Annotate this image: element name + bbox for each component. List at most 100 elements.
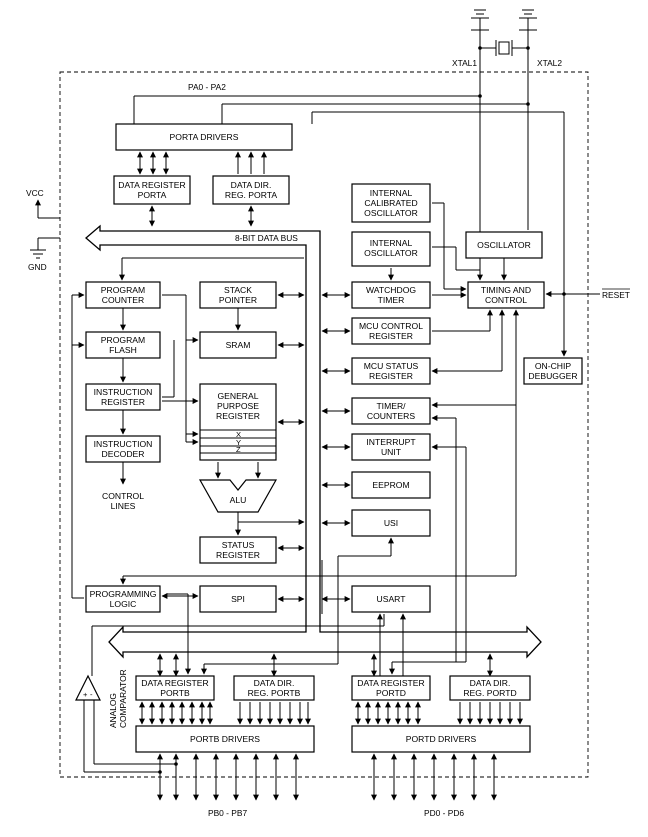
svg-text:PURPOSE: PURPOSE bbox=[217, 401, 259, 411]
portb-register-links bbox=[139, 701, 311, 725]
portb-pins-label: PB0 - PB7 bbox=[208, 808, 247, 818]
portd-drivers-block: PORTD DRIVERS bbox=[351, 725, 531, 753]
svg-text:TIMER/: TIMER/ bbox=[376, 401, 406, 411]
data-bus bbox=[85, 224, 542, 659]
program-counter-block: PROGRAM COUNTER bbox=[85, 281, 161, 309]
svg-text:STACK: STACK bbox=[224, 285, 252, 295]
svg-text:DATA REGISTER: DATA REGISTER bbox=[357, 678, 425, 688]
mcu-status-register-block: MCU STATUS REGISTER bbox=[351, 357, 431, 385]
svg-text:CONTROL: CONTROL bbox=[485, 295, 527, 305]
svg-text:INSTRUCTION: INSTRUCTION bbox=[94, 439, 153, 449]
svg-text:MCU CONTROL: MCU CONTROL bbox=[359, 321, 423, 331]
svg-text:Z: Z bbox=[236, 445, 241, 454]
pa-pins-label: PA0 - PA2 bbox=[188, 82, 226, 92]
svg-text:REG. PORTA: REG. PORTA bbox=[225, 190, 277, 200]
data-dir-reg-porta-block: DATA DIR. REG. PORTA bbox=[212, 175, 290, 205]
svg-text:PROGRAM: PROGRAM bbox=[101, 335, 145, 345]
svg-text:Y: Y bbox=[236, 438, 241, 447]
svg-text:DATA REGISTER: DATA REGISTER bbox=[141, 678, 209, 688]
svg-text:STATUS: STATUS bbox=[222, 540, 255, 550]
portd-pins bbox=[371, 753, 497, 801]
portd-pins-label: PD0 - PD6 bbox=[424, 808, 464, 818]
svg-text:ALU: ALU bbox=[230, 495, 247, 505]
oscillator-block: OSCILLATOR bbox=[465, 231, 543, 259]
svg-text:REGISTER: REGISTER bbox=[369, 371, 413, 381]
svg-text:PORTD DRIVERS: PORTD DRIVERS bbox=[406, 734, 477, 744]
program-flash-block: PROGRAM FLASH bbox=[85, 331, 161, 359]
svg-text:PORTB: PORTB bbox=[160, 688, 190, 698]
svg-text:DEBUGGER: DEBUGGER bbox=[528, 371, 577, 381]
svg-text:+: + bbox=[83, 690, 88, 699]
interrupt-unit-block: INTERRUPT UNIT bbox=[351, 433, 431, 461]
svg-text:REGISTER: REGISTER bbox=[216, 411, 260, 421]
svg-text:OSCILLATOR: OSCILLATOR bbox=[364, 248, 418, 258]
eeprom-block: EEPROM bbox=[351, 471, 431, 499]
spi-block: SPI bbox=[199, 585, 277, 613]
timer-counters-block: TIMER/ COUNTERS bbox=[351, 397, 431, 425]
xtal2-label: XTAL2 bbox=[537, 58, 562, 68]
svg-text:GENERAL: GENERAL bbox=[217, 391, 258, 401]
svg-text:INTERNAL: INTERNAL bbox=[370, 238, 413, 248]
svg-text:FLASH: FLASH bbox=[109, 345, 137, 355]
svg-text:X: X bbox=[236, 430, 241, 439]
svg-text:EEPROM: EEPROM bbox=[372, 480, 409, 490]
svg-text:PROGRAM: PROGRAM bbox=[101, 285, 145, 295]
svg-text:USART: USART bbox=[377, 594, 407, 604]
svg-text:POINTER: POINTER bbox=[219, 295, 257, 305]
svg-text:INTERRUPT: INTERRUPT bbox=[366, 437, 416, 447]
reset-label: RESET bbox=[602, 290, 630, 300]
svg-text:WATCHDOG: WATCHDOG bbox=[366, 285, 416, 295]
svg-text:PORTB DRIVERS: PORTB DRIVERS bbox=[190, 734, 260, 744]
on-chip-debugger-block: ON-CHIP DEBUGGER bbox=[523, 357, 583, 385]
svg-text:-: - bbox=[90, 690, 93, 699]
usart-block: USART bbox=[351, 585, 431, 613]
svg-text:DECODER: DECODER bbox=[102, 449, 145, 459]
status-register-block: STATUS REGISTER bbox=[199, 536, 277, 564]
svg-text:INTERNAL: INTERNAL bbox=[370, 188, 413, 198]
svg-text:REG. PORTD: REG. PORTD bbox=[463, 688, 516, 698]
data-register-portd-block: DATA REGISTER PORTD bbox=[351, 675, 431, 701]
data-bus-label: 8-BIT DATA BUS bbox=[235, 233, 298, 243]
svg-text:COMPARATOR: COMPARATOR bbox=[118, 669, 128, 728]
svg-text:REGISTER: REGISTER bbox=[101, 397, 145, 407]
timing-and-control-block: TIMING AND CONTROL bbox=[467, 281, 545, 309]
porta-drivers-block: PORTA DRIVERS bbox=[115, 123, 293, 151]
porta-drivers-label: PORTA DRIVERS bbox=[170, 132, 239, 142]
svg-text:ON-CHIP: ON-CHIP bbox=[535, 361, 572, 371]
svg-text:COUNTER: COUNTER bbox=[102, 295, 145, 305]
svg-text:OSCILLATOR: OSCILLATOR bbox=[477, 240, 531, 250]
instruction-register-block: INSTRUCTION REGISTER bbox=[85, 383, 161, 411]
stack-pointer-block: STACK POINTER bbox=[199, 281, 277, 309]
xtal1-label: XTAL1 bbox=[452, 58, 477, 68]
data-dir-reg-portd-block: DATA DIR. REG. PORTD bbox=[449, 675, 531, 701]
mcu-control-register-block: MCU CONTROL REGISTER bbox=[351, 317, 431, 345]
svg-text:REGISTER: REGISTER bbox=[369, 331, 413, 341]
svg-text:SRAM: SRAM bbox=[226, 340, 251, 350]
svg-text:LOGIC: LOGIC bbox=[110, 599, 137, 609]
svg-text:DATA DIR.: DATA DIR. bbox=[231, 180, 272, 190]
svg-text:OSCILLATOR: OSCILLATOR bbox=[364, 208, 418, 218]
alu-block: ALU bbox=[198, 479, 278, 513]
instruction-decoder-block: INSTRUCTION DECODER bbox=[85, 435, 161, 463]
svg-text:CALIBRATED: CALIBRATED bbox=[364, 198, 417, 208]
svg-text:PORTD: PORTD bbox=[376, 688, 406, 698]
svg-text:TIMER: TIMER bbox=[378, 295, 405, 305]
data-register-porta-block: DATA REGISTER PORTA bbox=[113, 175, 191, 205]
svg-text:REG. PORTB: REG. PORTB bbox=[248, 688, 301, 698]
portd-register-links bbox=[355, 701, 523, 725]
svg-text:DATA REGISTER: DATA REGISTER bbox=[118, 180, 186, 190]
programming-logic-block: PROGRAMMING LOGIC bbox=[85, 585, 161, 613]
svg-text:TIMING AND: TIMING AND bbox=[481, 285, 531, 295]
usi-block: USI bbox=[351, 509, 431, 537]
portb-pins bbox=[157, 753, 299, 801]
data-dir-reg-portb-block: DATA DIR. REG. PORTB bbox=[233, 675, 315, 701]
sram-block: SRAM bbox=[199, 331, 277, 359]
svg-text:MCU STATUS: MCU STATUS bbox=[364, 361, 419, 371]
general-purpose-register-block: GENERAL PURPOSE REGISTER X Y Z bbox=[199, 383, 277, 461]
svg-text:DATA DIR.: DATA DIR. bbox=[254, 678, 295, 688]
xtal-symbols bbox=[471, 9, 537, 258]
svg-text:REGISTER: REGISTER bbox=[216, 550, 260, 560]
svg-text:LINES: LINES bbox=[111, 501, 136, 511]
control-lines-label: CONTROL bbox=[102, 491, 144, 501]
